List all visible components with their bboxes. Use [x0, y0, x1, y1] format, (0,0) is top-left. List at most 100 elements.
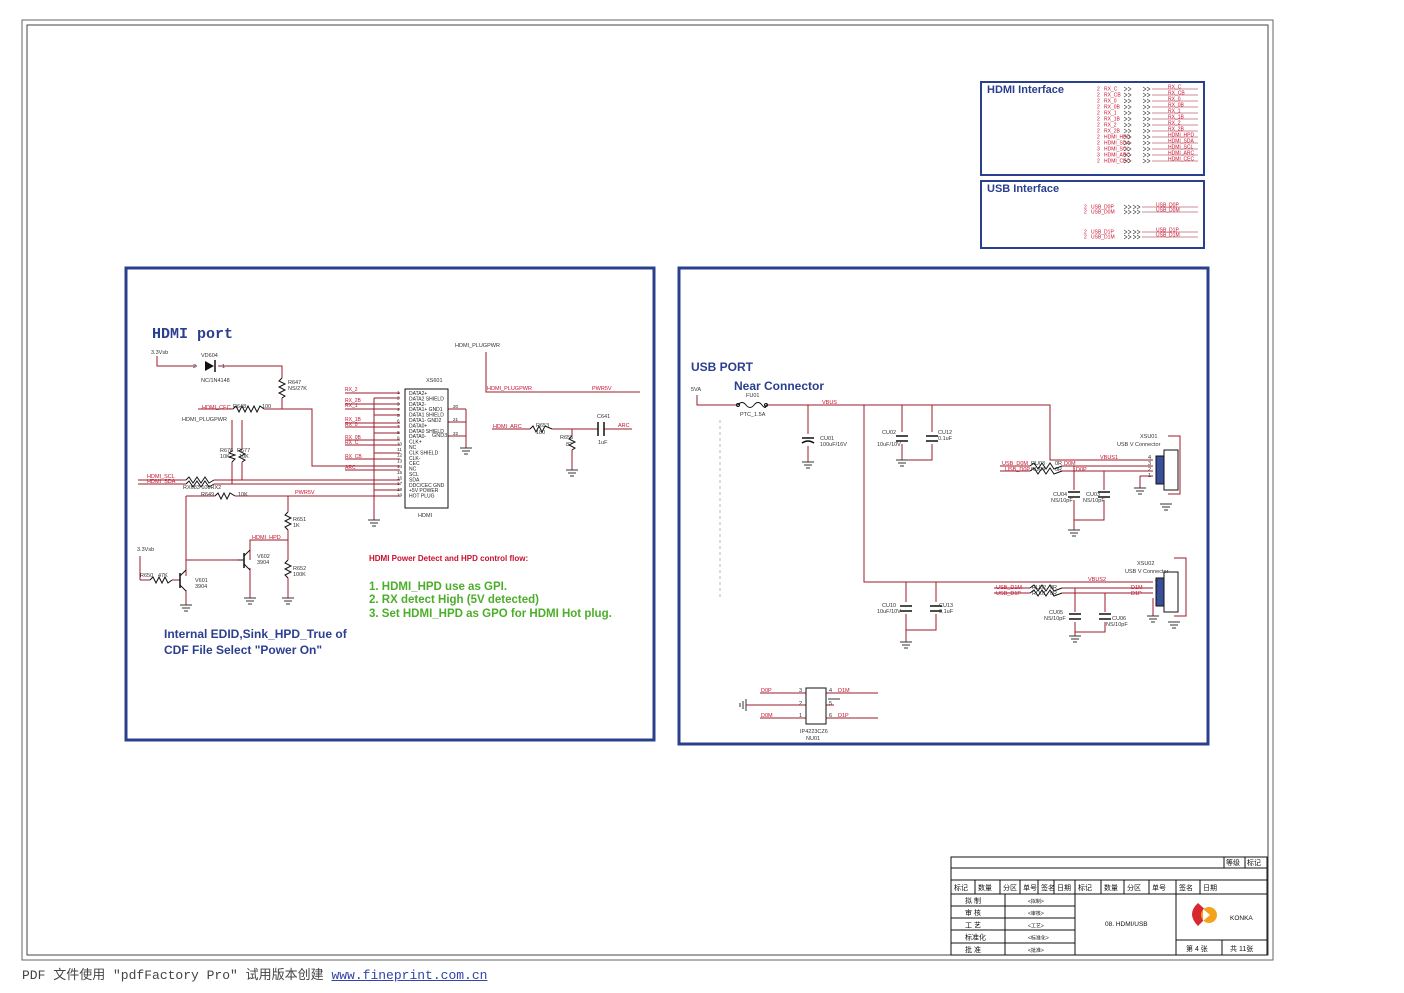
label-rx683: RX683 100RX2 — [183, 485, 221, 491]
resistor-icon — [185, 480, 215, 488]
label-xsu01: XSU01 — [1140, 434, 1157, 440]
hdmi-pin-number: 16 — [397, 476, 403, 481]
label-cu10-val: 10uF/10V — [877, 609, 901, 615]
label-vd604: VD604 — [201, 353, 218, 359]
hdmi-if-net: HDMI_HPD — [1168, 133, 1195, 139]
diode-icon — [205, 361, 214, 371]
label-hdmi: HDMI — [418, 513, 433, 519]
label-cu03: CU03 — [1086, 492, 1100, 498]
hdmi-pin-number: 3 — [397, 401, 400, 406]
arrow-icon — [1123, 234, 1141, 240]
label-5va: 5VA — [691, 387, 701, 393]
tb-header: 签名 — [1179, 883, 1193, 892]
hdmi-pin-number: 11 — [397, 447, 402, 452]
tb-role: 批 准 — [965, 945, 981, 954]
hdmi-if-net: HDMI_SCL — [1168, 145, 1194, 151]
label-ru01: RU01 — [1032, 591, 1046, 597]
esd-pin-4: 4 — [829, 688, 832, 694]
arrow-icon — [1123, 134, 1151, 140]
hpd-note-title: HDMI Power Detect and HPD control flow: — [369, 554, 528, 563]
label-xsu02-name: USB V Connector — [1125, 569, 1169, 575]
pdf-footer-link[interactable]: www.fineprint.com.cn — [331, 968, 488, 983]
label-fu01-val: PTC_1.5A — [740, 412, 766, 418]
conn1-pin-1: 1 — [1148, 473, 1151, 479]
usb-components — [736, 402, 1187, 725]
hdmi-pin-name: SDA — [409, 477, 420, 483]
hdmi-if-net: RX_1B — [1168, 115, 1185, 121]
hdmi-right-pin: 22 — [453, 431, 459, 436]
arrow-icon — [1123, 158, 1151, 164]
label-r649-val: 10K — [238, 492, 248, 498]
usb-if-sheet: 2 — [1084, 205, 1087, 211]
label-cu04-val: NS/10pF — [1051, 498, 1073, 504]
pdf-footer-text: PDF 文件使用 "pdfFactory Pro" 试用版本创建 — [22, 968, 332, 983]
net-usb-d1p: USB_D1P — [996, 591, 1021, 597]
title-block-text: 等级 标记 08. HDMI/USB KONKA 第 4 张 共 11张 — [1105, 858, 1261, 953]
net-d0m-esd: D0M — [761, 713, 773, 719]
hdmi-if-sheet: 3 — [1097, 153, 1100, 159]
hdmi-pin-number: 5 — [397, 413, 400, 418]
resistor-icon — [1029, 462, 1063, 470]
usb-interface-title: USB Interface — [987, 183, 1059, 195]
conn2-pin-1: 1 — [1155, 596, 1158, 602]
usb-interface-box — [980, 180, 1205, 249]
usb-wires — [696, 395, 1154, 719]
usb-labels: 5VA FU01 PTC_1.5A VBUS CU01 100uF/16V CU… — [691, 387, 1169, 742]
hpd-step-1: 1. HDMI_HPD use as GPI. — [369, 581, 507, 593]
esd-pin-5: 5 — [829, 701, 832, 707]
net-hdmi-sda: HDMI_SDA — [147, 479, 176, 485]
hdmi-if-signal: RX_0B — [1104, 105, 1121, 111]
hdmi-pin-name: DATA0 SHIELD — [409, 429, 444, 435]
hdmi-wires — [138, 352, 640, 605]
tb-role-value: <工艺> — [1028, 923, 1044, 929]
arrow-icon — [1123, 140, 1151, 146]
edid-note-line-2: CDF File Select "Power On" — [164, 643, 322, 657]
label-pin-2: 2 — [193, 364, 196, 370]
hdmi-net-label: RX_CB — [345, 454, 362, 460]
usb-port-subtitle: Near Connector — [734, 379, 824, 393]
hdmi-if-net: RX_2 — [1168, 121, 1181, 127]
net-vbus1: VBUS1 — [1100, 455, 1118, 461]
hdmi-pin-number: 1 — [397, 390, 400, 395]
hdmi-if-sheet: 2 — [1097, 87, 1100, 93]
label-cu03-val: NS/10pF — [1083, 498, 1105, 504]
hdmi-pin-name: DATA0+ — [409, 423, 427, 429]
resistor-icon — [214, 491, 236, 501]
tb-role-value: <拟制> — [1028, 898, 1044, 905]
usb-if-signal: USB_D0M — [1091, 210, 1115, 216]
net-d1m: D1M — [1131, 585, 1143, 591]
label-cu12-val: 0.1uF — [938, 436, 953, 442]
hdmi-if-signal: HDMI_HPD — [1104, 135, 1131, 141]
label-cu01-val: 100uF/16V — [820, 442, 847, 448]
label-r676: R676 — [220, 448, 233, 454]
net-plugpwr-top: HDMI_PLUGPWR — [455, 343, 500, 349]
hdmi-if-sheet: 2 — [1097, 141, 1100, 147]
tb-header: 数量 — [978, 883, 992, 892]
usb-connector-2-shell — [1163, 571, 1179, 613]
usb-port-title: USB PORT — [691, 360, 754, 374]
net-usb-d0p: USB_D0P — [1005, 467, 1030, 473]
label-r650: R650 — [140, 573, 153, 579]
resistor-icon — [283, 511, 293, 531]
hdmi-pin-name: NC — [409, 445, 417, 451]
arrow-icon — [1123, 110, 1151, 116]
hdmi-pin-name: CLK+ — [409, 440, 422, 446]
tb-role-value: <批准> — [1028, 947, 1044, 954]
label-r648: R648 — [233, 404, 246, 410]
net-arc: ARC — [618, 423, 630, 429]
label-r653-val: 180 — [536, 430, 545, 436]
conn2-pin-4: 4 — [1155, 578, 1158, 584]
usb-if-signal: USB_D1P — [1091, 230, 1114, 236]
esd-pin-6: 6 — [829, 713, 832, 719]
hdmi-if-net: RX_0 — [1168, 97, 1181, 103]
label-r651-val: 1K — [293, 523, 300, 529]
net-usb-d1m: USB_D1M — [996, 585, 1022, 591]
label-xs601: XS601 — [426, 378, 443, 384]
net-d0p: D0P — [1076, 467, 1087, 473]
tb-role: 审 核 — [965, 908, 981, 917]
label-v601: V601 — [195, 578, 208, 584]
net-hdmi-hpd: HDMI_HPD — [252, 535, 281, 541]
usb-connector-1 — [1155, 455, 1165, 485]
label-vd604-val: NC/1N4148 — [201, 378, 230, 384]
